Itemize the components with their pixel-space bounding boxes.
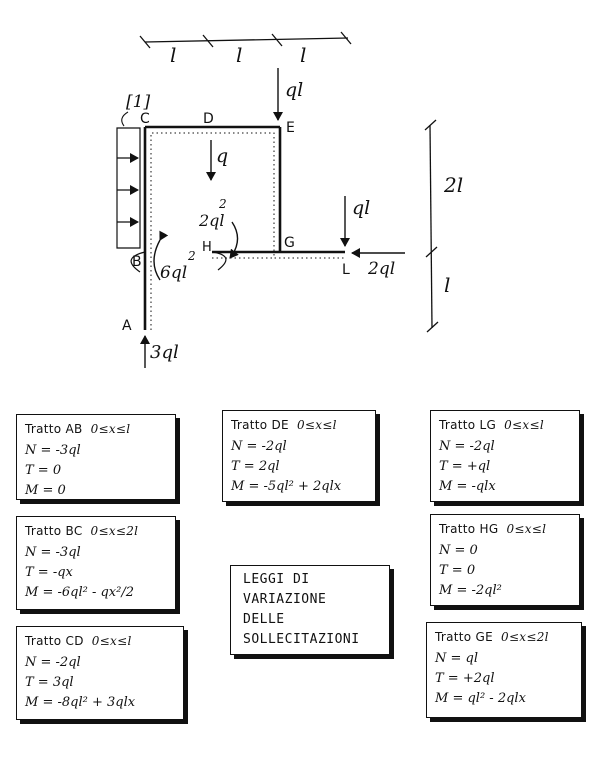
node-l: L: [342, 262, 350, 278]
box-tratto-bc: Tratto BC 0≤x≤2l N = -3ql T = -qx M = -6q…: [16, 516, 176, 610]
box-de-n: N = -2ql: [231, 439, 287, 454]
box-hg-range: 0≤x≤l: [506, 522, 547, 536]
top-dimension-line: [139, 31, 352, 49]
note-line-3: DELLE: [243, 612, 285, 627]
box-bc-name: Tratto BC: [25, 524, 83, 538]
box-ab-n: N = -3ql: [25, 443, 81, 458]
box-hg-name: Tratto HG: [439, 522, 499, 536]
box-ge-m: M = ql² - 2qlx: [435, 691, 526, 706]
box-lg-name: Tratto LG: [439, 418, 497, 432]
load-label-q: q: [216, 145, 228, 167]
box-tratto-hg: Tratto HG 0≤x≤l N = 0 T = 0 M = -2ql²: [430, 514, 580, 606]
box-ab-name: Tratto AB: [25, 422, 83, 436]
box-bc-n: N = -3ql: [25, 545, 81, 560]
span-label-l-right: l: [444, 273, 450, 297]
box-ab-range: 0≤x≤l: [90, 422, 131, 436]
force-label-right: ql: [352, 197, 370, 219]
box-lg-t: T = +ql: [439, 459, 491, 474]
moment-label-b: 6ql: [160, 263, 187, 283]
moment-arrow-h: [229, 221, 239, 259]
note-line-1: LEGGI DI: [243, 572, 310, 587]
force-label-top: ql: [285, 79, 303, 101]
box-ab-m: M = 0: [25, 483, 66, 498]
moment-label-h-exp: 2: [218, 197, 227, 211]
box-cd-n: N = -2ql: [25, 655, 81, 670]
note-line-2: VARIAZIONE: [243, 592, 327, 607]
force-label-horizontal: 2ql: [367, 259, 395, 279]
span-label-2l: 2l: [443, 173, 463, 197]
note-line-4: SOLLECITAZIONI: [243, 632, 360, 647]
box-tratto-cd: Tratto CD 0≤x≤l N = -2ql T = 3ql M = -8ql…: [16, 626, 184, 720]
box-lg-n: N = -2ql: [439, 439, 495, 454]
box-ge-name: Tratto GE: [435, 630, 494, 644]
box-bc-t: T = -qx: [25, 565, 73, 580]
node-g: G: [284, 235, 295, 251]
box-cd-name: Tratto CD: [25, 634, 84, 648]
moment-label-h: 2ql: [198, 211, 225, 230]
span-label-3: l: [300, 43, 306, 67]
node-b: B: [132, 254, 142, 270]
box-de-range: 0≤x≤l: [296, 418, 337, 432]
distributed-load: [116, 111, 141, 249]
box-cd-range: 0≤x≤l: [91, 634, 132, 648]
box-tratto-de: Tratto DE 0≤x≤l N = -2ql T = 2ql M = -5ql…: [222, 410, 376, 502]
title-note-box: LEGGI DI VARIAZIONE DELLE SOLLECITAZIONI: [230, 565, 390, 655]
box-ge-n: N = ql: [435, 651, 479, 666]
right-dimension-line: [424, 119, 439, 333]
box-hg-n: N = 0: [439, 543, 478, 558]
box-tratto-ge: Tratto GE 0≤x≤2l N = ql T = +2ql M = ql² …: [426, 622, 582, 718]
box-cd-m: M = -8ql² + 3qlx: [25, 695, 136, 710]
bracket-label: [1]: [126, 92, 150, 112]
moment-arrow-b: [153, 230, 169, 281]
box-tratto-ab: Tratto AB 0≤x≤l N = -3ql T = 0 M = 0: [16, 414, 176, 500]
box-bc-range: 0≤x≤2l: [90, 524, 139, 538]
node-h: H: [202, 240, 212, 255]
node-e: E: [286, 120, 295, 136]
box-cd-t: T = 3ql: [25, 675, 74, 690]
box-hg-m: M = -2ql²: [439, 583, 502, 598]
span-label-2: l: [236, 43, 242, 67]
box-de-m: M = -5ql² + 2qlx: [231, 479, 342, 494]
box-lg-range: 0≤x≤l: [504, 418, 544, 432]
box-tratto-lg: Tratto LG 0≤x≤l N = -2ql T = +ql M = -qlx: [430, 410, 580, 502]
moment-label-b-exp: 2: [187, 249, 196, 263]
span-label-1: l: [170, 43, 176, 67]
reaction-label-a: 3ql: [150, 342, 179, 363]
node-d: D: [203, 111, 214, 127]
node-c: C: [140, 111, 150, 127]
box-ge-range: 0≤x≤2l: [501, 630, 549, 644]
box-de-name: Tratto DE: [231, 418, 289, 432]
box-bc-m: M = -6ql² - qx²/2: [25, 585, 134, 600]
box-ab-t: T = 0: [25, 463, 62, 478]
box-lg-m: M = -qlx: [439, 479, 496, 494]
node-a: A: [122, 318, 132, 334]
frame: [130, 125, 345, 330]
box-hg-t: T = 0: [439, 563, 476, 578]
box-de-t: T = 2ql: [231, 459, 280, 474]
box-ge-t: T = +2ql: [435, 671, 495, 686]
